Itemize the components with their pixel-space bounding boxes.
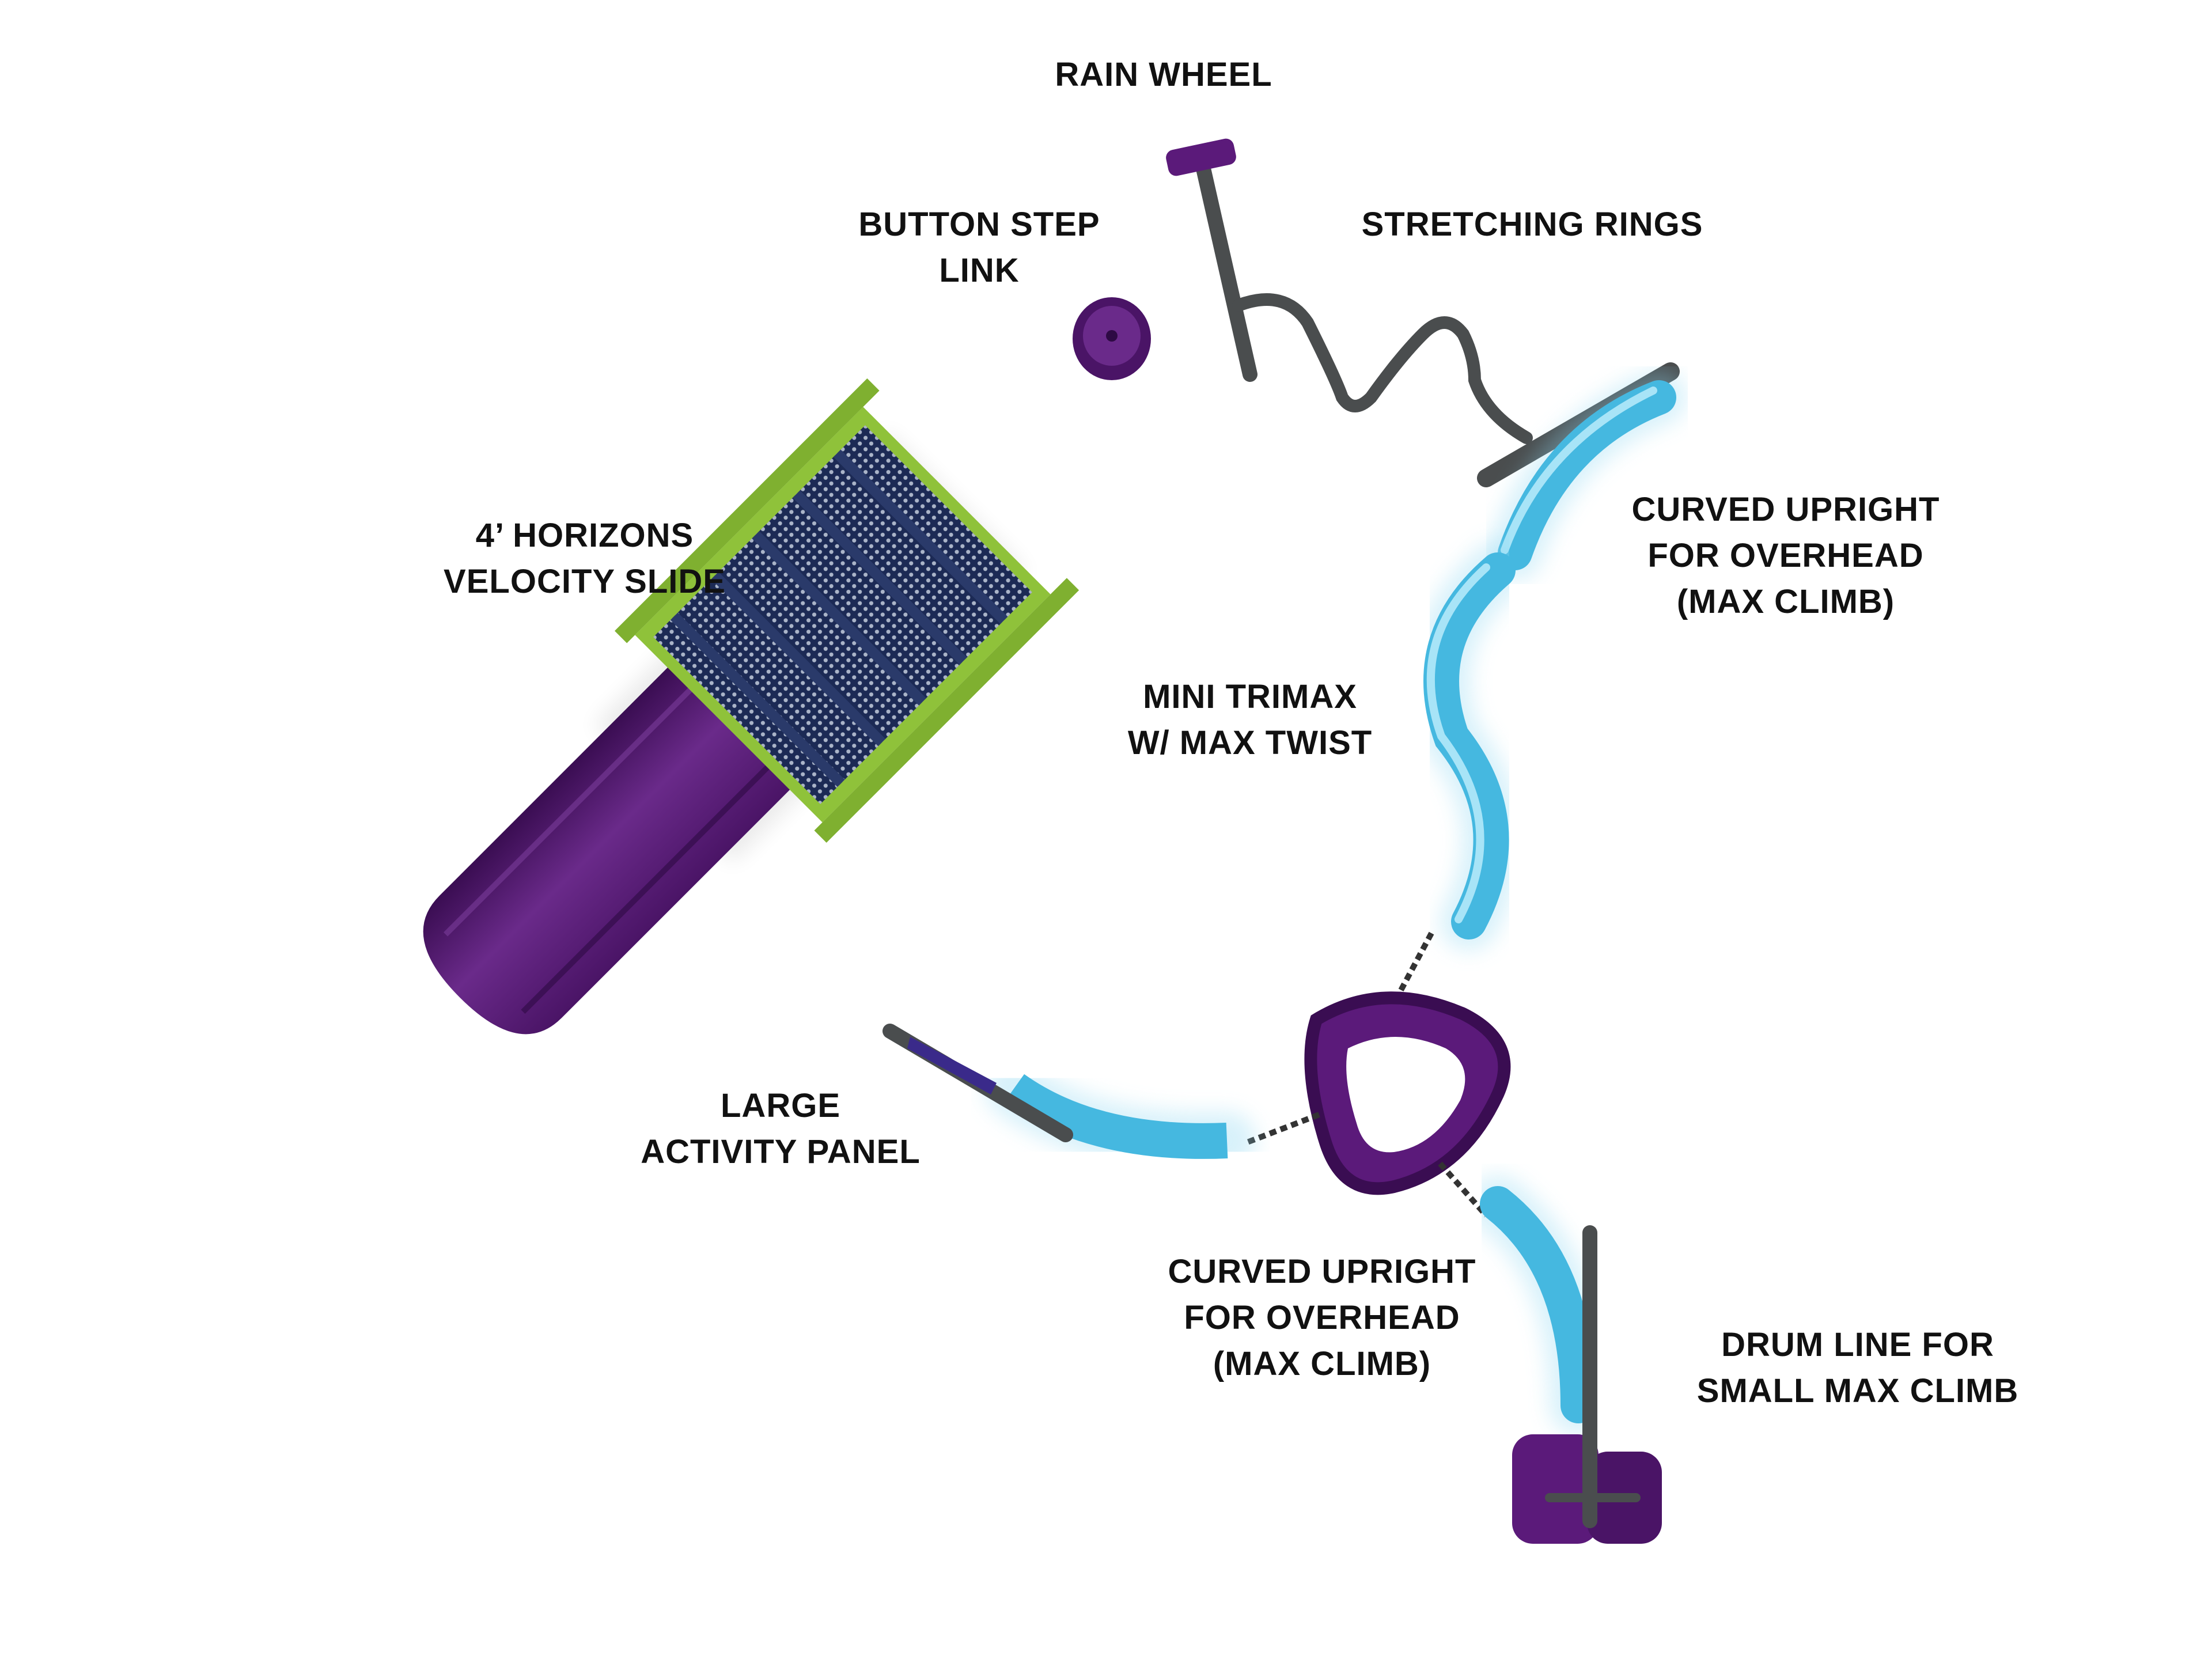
curved-upright-top <box>1487 370 1687 581</box>
curved-upright-bottom <box>1469 1175 1607 1434</box>
label-line: DRUM LINE FOR <box>1721 1326 1994 1363</box>
label-line: LARGE <box>721 1087 840 1124</box>
label-line: BUTTON STEP <box>858 206 1100 243</box>
label-line: ACTIVITY PANEL <box>641 1133 921 1170</box>
label-line: SMALL MAX CLIMB <box>1696 1372 2019 1410</box>
label-line: RAIN WHEEL <box>1055 56 1272 93</box>
label-drum-line: DRUM LINE FOR SMALL MAX CLIMB <box>1697 1322 2018 1414</box>
rain-wheel <box>1166 138 1257 382</box>
label-curved-upright-top: CURVED UPRIGHT FOR OVERHEAD (MAX CLIMB) <box>1632 487 1940 625</box>
button-step-link <box>1073 297 1151 380</box>
velocity-slide <box>423 378 1080 1035</box>
label-line: FOR OVERHEAD <box>1647 537 1924 574</box>
label-line: (MAX CLIMB) <box>1676 583 1895 620</box>
label-activity-panel: LARGE ACTIVITY PANEL <box>641 1083 921 1175</box>
label-line: 4’ HORIZONS <box>475 517 694 554</box>
label-mini-trimax: MINI TRIMAX W/ MAX TWIST <box>1128 674 1372 766</box>
label-stretching-rings: STRETCHING RINGS <box>1362 202 1703 248</box>
label-line: CURVED UPRIGHT <box>1168 1253 1476 1290</box>
label-button-step-link: BUTTON STEP LINK <box>858 202 1100 294</box>
label-line: W/ MAX TWIST <box>1127 724 1373 762</box>
label-line: (MAX CLIMB) <box>1213 1345 1431 1382</box>
label-line: CURVED UPRIGHT <box>1631 491 1940 528</box>
activity-panel <box>882 1024 1256 1170</box>
label-line: STRETCHING RINGS <box>1361 206 1703 243</box>
label-line: FOR OVERHEAD <box>1184 1299 1460 1336</box>
mini-trimax-twist <box>1385 541 1527 1016</box>
label-line: MINI TRIMAX <box>1143 678 1357 715</box>
label-line: VELOCITY SLIDE <box>444 563 726 600</box>
label-rain-wheel: RAIN WHEEL <box>1055 52 1272 98</box>
label-line: LINK <box>939 252 1020 289</box>
trimax-hub <box>1243 991 1511 1218</box>
drum-line <box>1512 1225 1662 1544</box>
label-velocity-slide: 4’ HORIZONS VELOCITY SLIDE <box>444 513 726 605</box>
label-curved-upright-bottom: CURVED UPRIGHT FOR OVERHEAD (MAX CLIMB) <box>1168 1249 1476 1387</box>
